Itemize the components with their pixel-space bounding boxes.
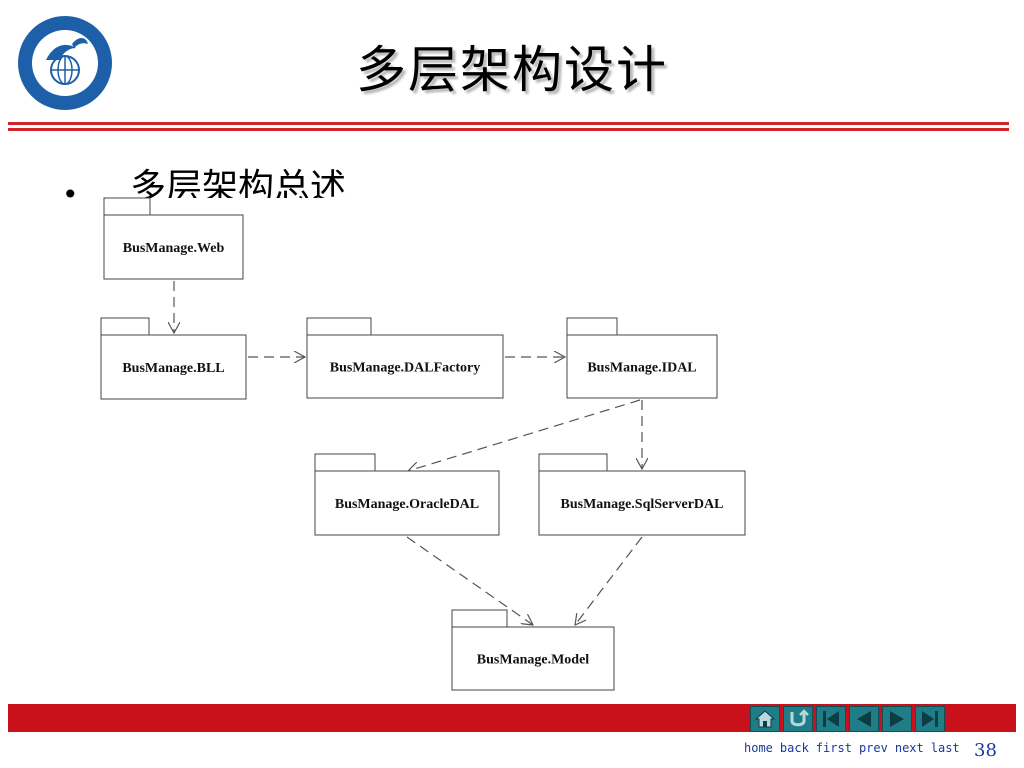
package-label: BusManage.BLL [122,361,224,376]
back-button[interactable] [783,706,813,732]
slide-title: 多层架构设计 [356,41,668,99]
package-tab [306,317,372,336]
nav-label-next[interactable]: next [894,741,924,755]
first-button[interactable] [816,706,846,732]
dependency-arrow-oracledal-to-model [406,536,533,625]
package-tab [538,453,608,472]
package-tab [566,317,618,336]
package-dalfactory: BusManage.DALFactory [306,317,504,399]
first-icon [823,711,839,727]
package-tab [100,317,150,336]
nav-labels: home back first prev next last [744,741,960,755]
package-body [314,470,500,536]
package-body [103,214,244,280]
package-idal: BusManage.IDAL [566,317,718,399]
page-number: 38 [974,740,997,761]
nav-label-home[interactable]: home [744,741,773,755]
nav-label-back[interactable]: back [779,741,809,755]
package-body [566,334,718,399]
package-tab [451,609,508,628]
next-button[interactable] [882,706,912,732]
package-label: BusManage.Model [477,653,590,668]
package-model: BusManage.Model [451,609,615,691]
home-button[interactable] [750,706,780,732]
package-bll: BusManage.BLL [100,317,247,400]
title-divider-bottom [8,128,1009,131]
dependency-arrows [174,281,642,625]
home-icon [754,710,776,728]
package-label: BusManage.OracleDAL [335,497,479,512]
bullet-text: 多层架构总述 [130,167,347,198]
package-sqlserverdal: BusManage.SqlServerDAL [538,453,746,536]
nav-label-first[interactable]: first [815,741,852,755]
footer-bar [8,704,1016,732]
school-logo [16,14,114,112]
prev-icon [857,711,871,727]
bullet-item: 多层架构总述 [130,166,430,198]
last-icon [922,711,938,727]
nav-buttons [750,706,945,734]
nav-label-prev[interactable]: prev [858,741,888,755]
package-tab [103,197,151,216]
dependency-arrow-idal-to-oracledal [408,399,641,471]
return-icon [790,709,809,727]
bullet-marker: • [62,178,79,211]
package-oracledal: BusManage.OracleDAL [314,453,500,536]
package-label: BusManage.IDAL [587,361,696,376]
package-label: BusManage.SqlServerDAL [561,497,724,512]
package-body [100,334,247,400]
next-icon [890,711,904,727]
title-divider-top [8,122,1009,125]
prev-button[interactable] [849,706,879,732]
last-button[interactable] [915,706,945,732]
package-body [451,626,615,691]
package-body [306,334,504,399]
package-label: BusManage.Web [123,241,225,256]
nav-label-last[interactable]: last [930,741,960,755]
dependency-arrow-sqlserverdal-to-model [575,536,643,625]
package-label: BusManage.DALFactory [330,361,481,376]
package-tab [314,453,376,472]
package-web: BusManage.Web [103,197,244,280]
package-body [538,470,746,536]
